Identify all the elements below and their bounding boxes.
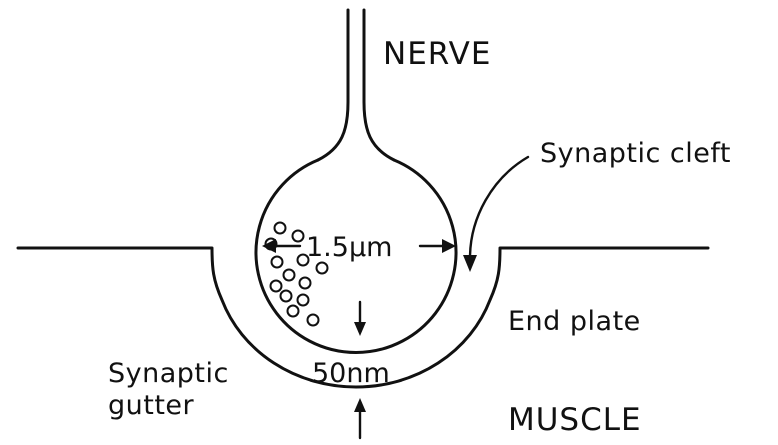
gap-arrow-bottom-head [354,398,366,412]
gap-arrow-top-head [354,322,366,336]
vesicle [293,231,304,242]
vesicle [271,281,282,292]
synaptic-cleft-pointer [470,157,528,258]
vesicle [300,278,311,289]
end-plate-label: End plate [508,306,641,337]
nerve-label: NERVE [383,36,491,72]
vesicle [298,295,309,306]
synaptic-gutter-label-line-1: Synaptic [108,358,229,389]
vesicle [317,263,328,274]
vesicle [288,306,299,317]
vesicle [284,270,295,281]
synaptic-gutter-label-line-2: gutter [108,390,195,421]
muscle-label: MUSCLE [508,402,642,438]
nerve-axon-right-edge [364,10,394,160]
vesicle [272,257,283,268]
vesicle [308,315,319,326]
nerve-axon-left-edge [318,10,348,160]
synaptic-cleft-pointer-head [463,255,477,272]
diameter-label: 1.5μm [306,232,392,263]
vesicle [275,223,286,234]
gap-label: 50nm [312,358,390,389]
vesicle [281,291,292,302]
synaptic-cleft-label: Synaptic cleft [540,138,731,169]
